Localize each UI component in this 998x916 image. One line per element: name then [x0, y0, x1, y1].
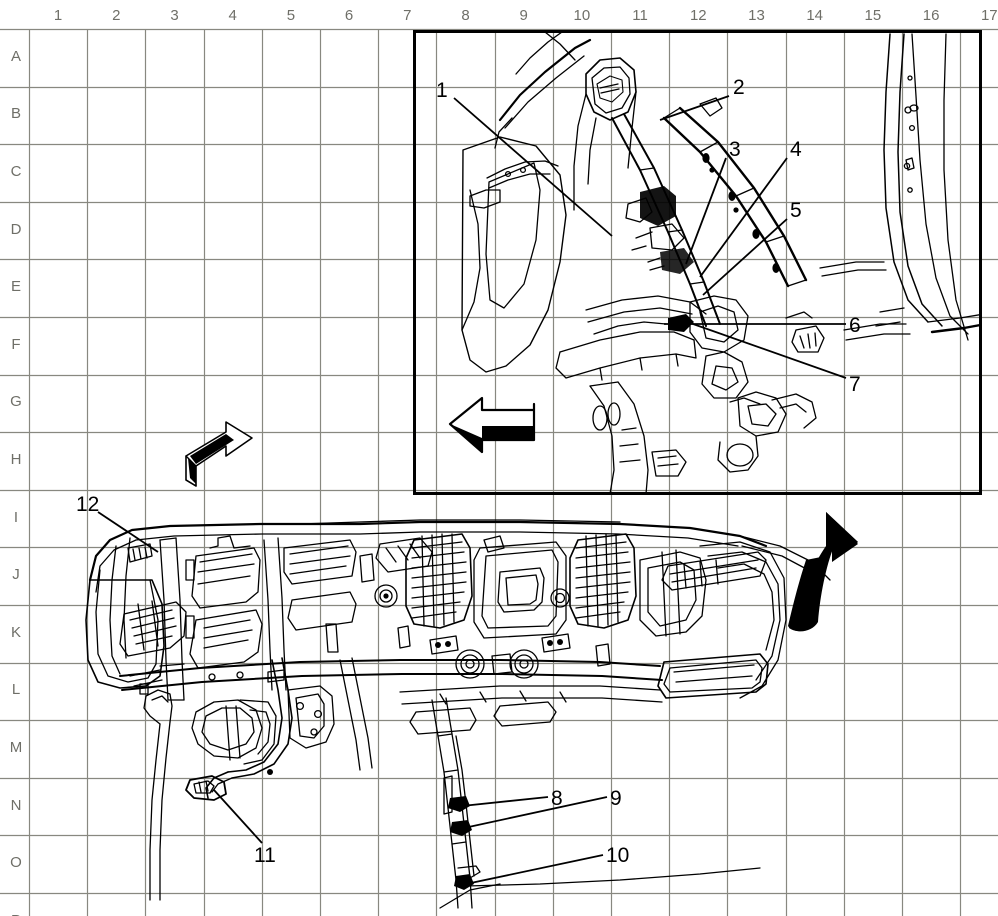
- grid-column-label-12: 12: [689, 7, 707, 24]
- grid-row-label-I: I: [13, 508, 19, 526]
- callout-number-6: 6: [849, 314, 861, 337]
- grid-column-label-14: 14: [806, 7, 824, 24]
- callout-number-1: 1: [436, 79, 448, 102]
- grid-column-label-15: 15: [864, 7, 882, 24]
- callout-number-2: 2: [733, 76, 745, 99]
- grid-column-label-3: 3: [170, 7, 179, 24]
- callout-number-3: 3: [729, 138, 741, 161]
- grid-column-label-5: 5: [286, 7, 296, 24]
- callout-number-8: 8: [551, 787, 563, 810]
- grid-row-label-A: A: [10, 47, 21, 65]
- grid-row-label-F: F: [11, 335, 21, 353]
- callout-number-4: 4: [790, 138, 802, 161]
- grid-row-label-E: E: [10, 278, 21, 296]
- grid-column-label-9: 9: [519, 7, 528, 24]
- callout-number-7: 7: [849, 373, 861, 396]
- grid-row-label-N: N: [10, 796, 22, 814]
- callout-number-5: 5: [790, 199, 802, 222]
- callout-number-10: 10: [606, 844, 630, 867]
- grid-row-label-K: K: [10, 623, 21, 641]
- grid-column-label-11: 11: [632, 7, 648, 24]
- grid-column-label-13: 13: [748, 7, 765, 24]
- grid-row-label-C: C: [10, 163, 22, 180]
- callout-number-12: 12: [76, 493, 100, 516]
- grid-column-label-8: 8: [461, 7, 470, 24]
- grid-column-label-16: 16: [922, 7, 940, 24]
- grid-column-label-7: 7: [403, 7, 412, 24]
- grid-row-label-O: O: [10, 854, 22, 872]
- callout-number-11: 11: [254, 844, 276, 867]
- detail-view-box: [413, 30, 982, 495]
- grid-row-label-P: P: [6, 913, 26, 916]
- grid-column-label-17: 17: [980, 7, 998, 24]
- grid-row-label-H: H: [10, 451, 22, 468]
- grid-row-label-D: D: [10, 220, 22, 238]
- grid-column-label-6: 6: [344, 7, 354, 24]
- callout-number-9: 9: [610, 787, 622, 810]
- grid-column-label-1: 1: [53, 7, 63, 24]
- grid-row-label-B: B: [10, 105, 21, 123]
- grid-row-label-G: G: [10, 393, 22, 411]
- grid-column-label-2: 2: [112, 7, 121, 24]
- grid-column-label-4: 4: [228, 7, 237, 24]
- grid-column-label-10: 10: [573, 7, 591, 24]
- grid-row-label-L: L: [11, 681, 21, 699]
- grid-row-label-J: J: [12, 566, 20, 584]
- grid-row-label-M: M: [9, 739, 23, 756]
